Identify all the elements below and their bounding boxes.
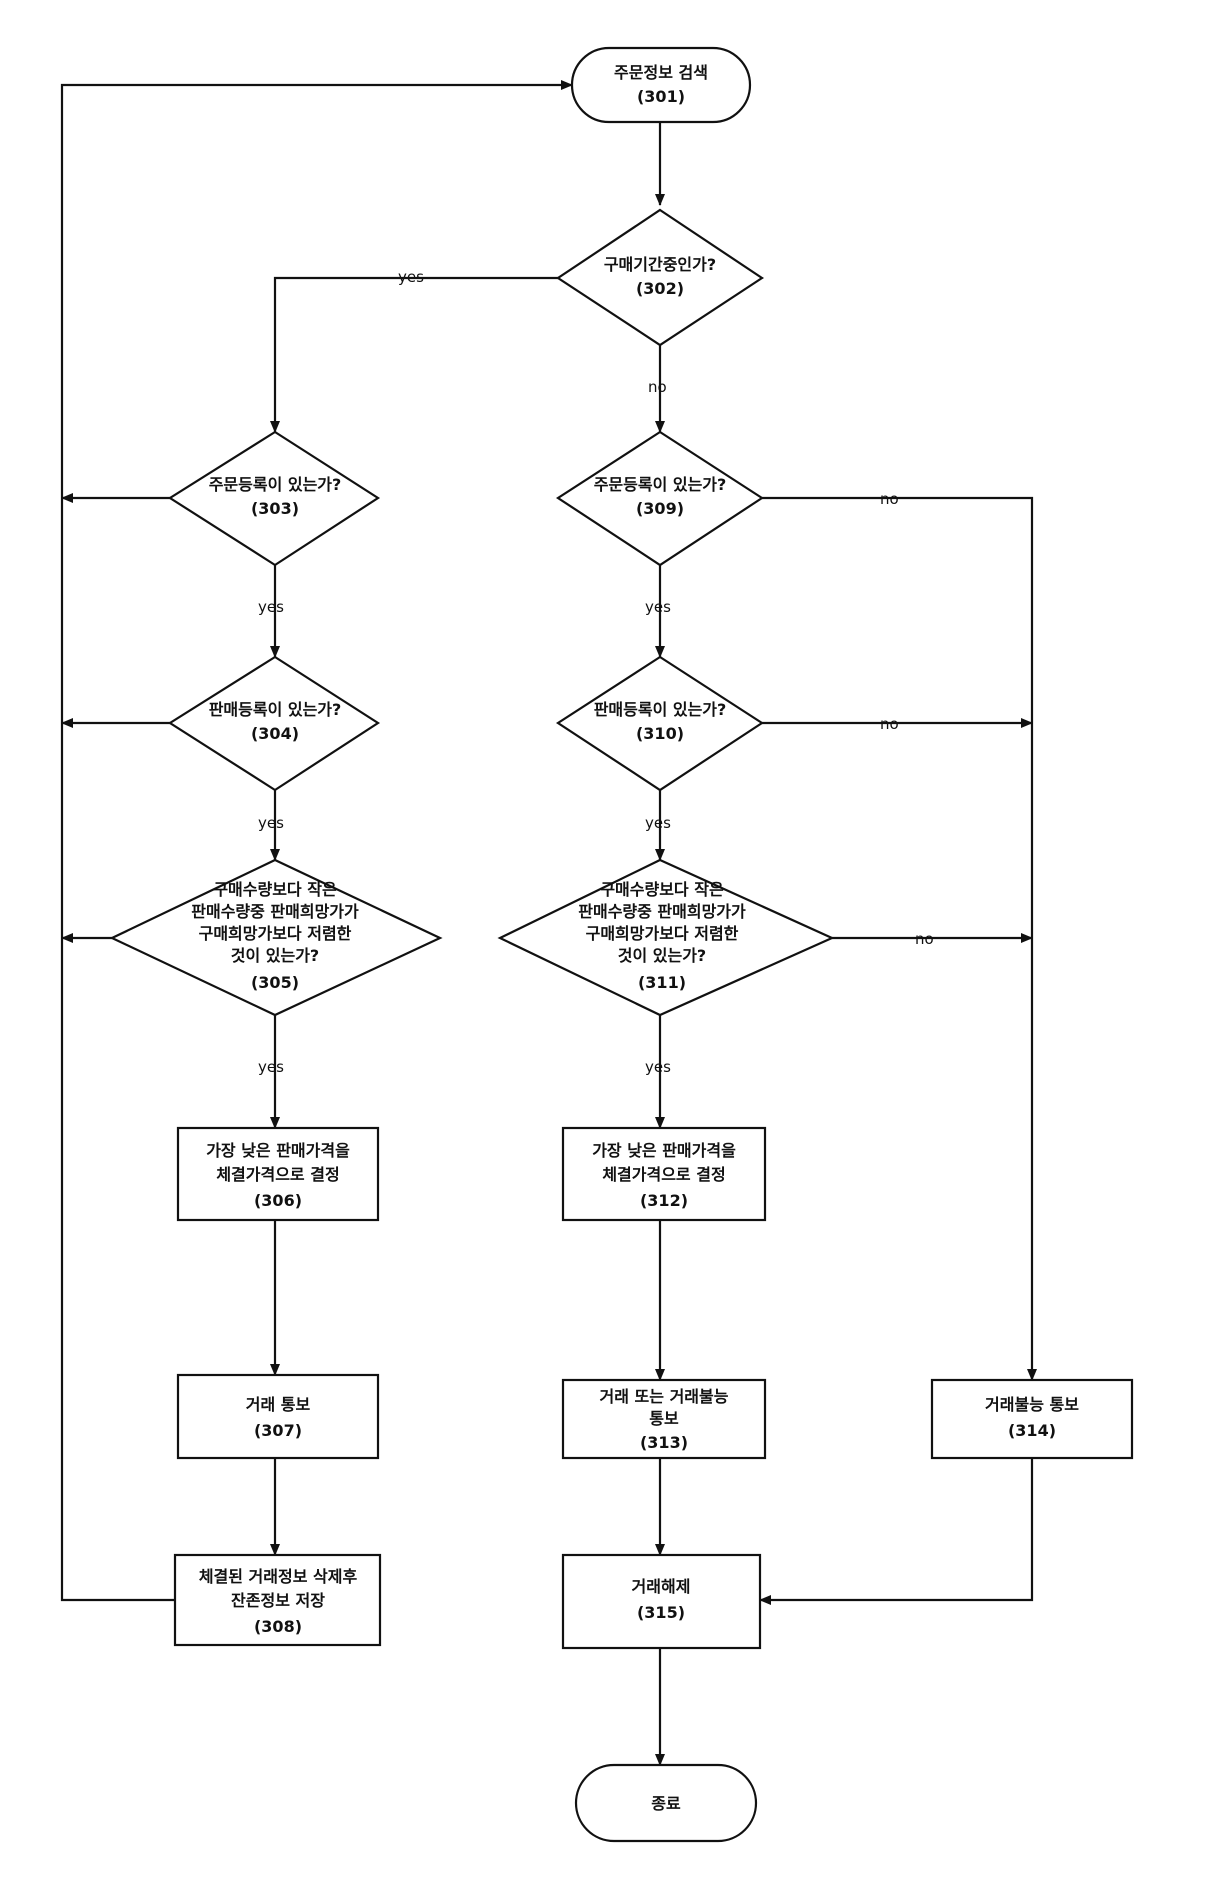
svg-text:(305): (305): [251, 973, 299, 992]
svg-text:것이 있는가?: 것이 있는가?: [618, 946, 706, 965]
svg-text:거래 통보: 거래 통보: [246, 1395, 311, 1414]
connectors: [60, 80, 1037, 1766]
svg-text:체결된 거래정보 삭제후: 체결된 거래정보 삭제후: [199, 1567, 358, 1586]
svg-text:잔존정보 저장: 잔존정보 저장: [231, 1591, 325, 1610]
svg-text:(301): (301): [637, 87, 685, 106]
svg-text:(309): (309): [636, 499, 684, 518]
svg-text:(302): (302): [636, 279, 684, 298]
node-301: 주문정보 검색 (301): [570, 46, 752, 124]
svg-text:가장 낮은 판매가격을: 가장 낮은 판매가격을: [592, 1141, 736, 1160]
svg-text:것이 있는가?: 것이 있는가?: [231, 946, 319, 965]
svg-text:(303): (303): [251, 499, 299, 518]
label-309-yes: yes: [645, 598, 671, 616]
svg-text:(307): (307): [254, 1421, 302, 1440]
edge-302-303: [270, 276, 558, 433]
node-303: 주문등록이 있는가? (303): [167, 430, 381, 567]
label-311-no: no: [915, 930, 934, 948]
svg-text:(312): (312): [640, 1191, 688, 1210]
label-303-yes: yes: [258, 598, 284, 616]
label-310-no: no: [880, 715, 899, 733]
node-311: 구매수량보다 작은 판매수량중 판매희망가가 구매희망가보다 저렴한 것이 있는…: [497, 858, 835, 1017]
svg-text:종료: 종료: [651, 1794, 681, 1813]
node-310: 판매등록이 있는가? (310): [555, 655, 765, 792]
svg-text:통보: 통보: [649, 1409, 679, 1428]
svg-text:주문등록이 있는가?: 주문등록이 있는가?: [209, 475, 342, 494]
node-305: 구매수량보다 작은 판매수량중 판매희망가가 구매희망가보다 저렴한 것이 있는…: [109, 858, 443, 1017]
edge-314-315: [759, 1458, 1034, 1605]
label-311-yes: yes: [645, 1058, 671, 1076]
svg-text:구매희망가보다 저렴한: 구매희망가보다 저렴한: [199, 924, 352, 943]
node-end: 종료: [574, 1763, 758, 1843]
svg-text:주문등록이 있는가?: 주문등록이 있는가?: [594, 475, 727, 494]
svg-text:(315): (315): [637, 1603, 685, 1622]
node-308: 체결된 거래정보 삭제후 잔존정보 저장 (308): [173, 1553, 382, 1647]
svg-text:가장 낮은 판매가격을: 가장 낮은 판매가격을: [206, 1141, 350, 1160]
svg-text:거래불능 통보: 거래불능 통보: [985, 1395, 1079, 1414]
svg-text:판매수량중 판매희망가가: 판매수량중 판매희망가가: [191, 902, 359, 921]
svg-text:(311): (311): [638, 973, 686, 992]
svg-text:판매등록이 있는가?: 판매등록이 있는가?: [209, 700, 342, 719]
svg-text:(306): (306): [254, 1191, 302, 1210]
edge-309-314: [762, 496, 1037, 1381]
edge-labels: yes no yes yes yes yes yes yes no no no: [258, 268, 934, 1076]
node-309: 주문등록이 있는가? (309): [555, 430, 765, 567]
svg-text:체결가격으로 결정: 체결가격으로 결정: [216, 1165, 339, 1184]
svg-text:구매수량보다 작은: 구매수량보다 작은: [600, 880, 724, 899]
svg-text:체결가격으로 결정: 체결가격으로 결정: [602, 1165, 725, 1184]
label-305-yes: yes: [258, 1058, 284, 1076]
edge-308-301-loop: [60, 80, 573, 1602]
svg-text:(313): (313): [640, 1433, 688, 1452]
node-306: 가장 낮은 판매가격을 체결가격으로 결정 (306): [176, 1126, 380, 1222]
label-302-no: no: [648, 378, 667, 396]
label-309-no: no: [880, 490, 899, 508]
label-304-yes: yes: [258, 814, 284, 832]
svg-text:판매수량중 판매희망가가: 판매수량중 판매희망가가: [578, 902, 746, 921]
label-302-yes: yes: [398, 268, 424, 286]
svg-text:구매희망가보다 저렴한: 구매희망가보다 저렴한: [586, 924, 739, 943]
svg-text:주문정보 검색: 주문정보 검색: [614, 63, 708, 82]
svg-text:(308): (308): [254, 1617, 302, 1636]
label-310-yes: yes: [645, 814, 671, 832]
node-312: 가장 낮은 판매가격을 체결가격으로 결정 (312): [561, 1126, 767, 1222]
node-313: 거래 또는 거래불능 통보 (313): [561, 1378, 767, 1460]
node-307: 거래 통보 (307): [176, 1373, 380, 1460]
svg-text:거래해제: 거래해제: [632, 1577, 691, 1596]
node-302: 구매기간중인가? (302): [556, 208, 764, 347]
svg-text:(304): (304): [251, 724, 299, 743]
node-315: 거래해제 (315): [561, 1553, 762, 1650]
svg-text:판매등록이 있는가?: 판매등록이 있는가?: [594, 700, 727, 719]
node-304: 판매등록이 있는가? (304): [167, 655, 381, 792]
svg-text:구매기간중인가?: 구매기간중인가?: [604, 255, 716, 274]
svg-text:(310): (310): [636, 724, 684, 743]
svg-text:(314): (314): [1008, 1421, 1056, 1440]
svg-text:구매수량보다 작은: 구매수량보다 작은: [213, 880, 337, 899]
svg-text:거래 또는 거래불능: 거래 또는 거래불능: [600, 1387, 729, 1406]
node-314: 거래불능 통보 (314): [930, 1378, 1134, 1460]
